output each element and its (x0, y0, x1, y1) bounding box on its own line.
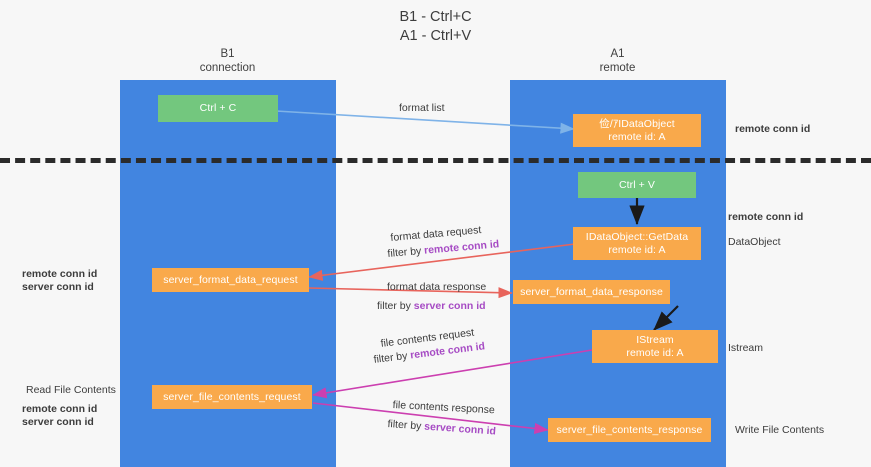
edge-label-file-contents-response: file contents response (392, 399, 496, 417)
column-header-a1: A1 remote (510, 48, 725, 75)
node-server-file-contents-request-label: server_file_contents_request (163, 390, 301, 403)
node-istream-line2: remote id: A (626, 346, 684, 359)
node-server-file-contents-request[interactable]: server_file_contents_request (152, 385, 312, 409)
annotation-left-remote-conn-id-mid: remote conn id (22, 268, 98, 280)
node-idataobject-line2: remote id: A (608, 130, 666, 143)
node-ctrl-c-label: Ctrl + C (199, 102, 237, 115)
annotation-right-dataobject: DataObject (728, 236, 781, 248)
node-idataobject-line1: 俭/ｱIDataObject (599, 118, 675, 130)
node-idataobject-getdata[interactable]: IDataObject::GetData remote id: A (573, 227, 701, 260)
filter-prefix-2: filter by (377, 300, 414, 312)
edge-label-file-contents-response-filter: filter by server conn id (387, 418, 496, 439)
node-idataobject[interactable]: 俭/ｱIDataObject remote id: A (573, 114, 701, 147)
filter-prefix-1: filter by (387, 244, 425, 260)
annotation-left-remote-conn-id-bot: remote conn id (22, 403, 98, 415)
annotation-left-server-conn-id-bot: server conn id (22, 416, 94, 428)
filter-prefix-4: filter by (387, 418, 425, 433)
annotation-right-remote-conn-id-mid: remote conn id (728, 211, 804, 223)
filter-prefix-3: filter by (373, 349, 411, 366)
node-server-file-contents-response-label: server_file_contents_response (556, 423, 703, 436)
column-header-b1-sub: connection (199, 61, 256, 74)
page-title: B1 - Ctrl+C A1 - Ctrl+V (0, 8, 871, 46)
node-ctrl-v[interactable]: Ctrl + V (578, 172, 696, 198)
node-ctrl-v-label: Ctrl + V (618, 178, 656, 191)
node-idataobject-getdata-line2: remote id: A (608, 243, 666, 256)
annotation-right-remote-conn-id-top: remote conn id (735, 123, 811, 135)
filter-value-server-conn-id-2: server conn id (423, 420, 497, 438)
column-header-b1: B1 connection (120, 48, 335, 75)
edge-label-format-data-response: format data response (387, 281, 487, 293)
annotation-left-read-file-contents: Read File Contents (26, 384, 116, 396)
node-server-format-data-response[interactable]: server_format_data_response (513, 280, 670, 304)
edge-label-format-list: format list (399, 102, 445, 114)
annotation-right-write-file-contents: Write File Contents (735, 424, 825, 436)
node-idataobject-getdata-line1: IDataObject::GetData (585, 231, 689, 243)
node-istream-line1: IStream (636, 334, 674, 346)
column-header-b1-name: B1 (220, 48, 235, 60)
node-server-format-data-response-label: server_format_data_response (520, 285, 663, 298)
node-server-format-data-request-label: server_format_data_request (163, 273, 298, 286)
title-line-1: B1 - Ctrl+C (399, 9, 472, 25)
node-istream[interactable]: IStream remote id: A (592, 330, 718, 363)
annotation-right-istream: Istream (728, 342, 764, 354)
column-header-a1-sub: remote (599, 61, 636, 74)
edge-label-format-data-response-filter: filter by server conn id (377, 300, 486, 313)
annotation-left-server-conn-id-mid: server conn id (22, 281, 94, 293)
title-line-2: A1 - Ctrl+V (399, 28, 472, 44)
node-server-file-contents-response[interactable]: server_file_contents_response (548, 418, 711, 442)
column-header-a1-name: A1 (610, 48, 625, 60)
node-ctrl-c[interactable]: Ctrl + C (158, 95, 278, 122)
section-divider (0, 158, 871, 163)
node-server-format-data-request[interactable]: server_format_data_request (152, 268, 309, 292)
filter-value-server-conn-id-1: server conn id (413, 300, 486, 312)
